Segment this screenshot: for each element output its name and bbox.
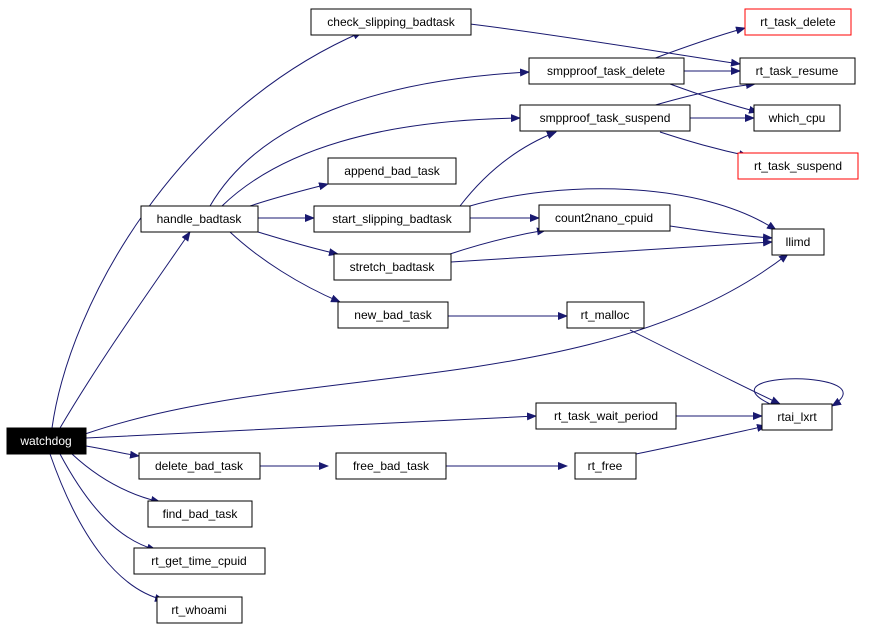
edge-watchdog-handle_badtask bbox=[59, 231, 191, 429]
edge-stretch_badtask-llimd bbox=[450, 238, 773, 263]
node-label: smpproof_task_delete bbox=[547, 64, 665, 78]
node-new_bad_task[interactable]: new_bad_task bbox=[337, 301, 449, 329]
node-label: start_slipping_badtask bbox=[332, 212, 452, 226]
edge-handle_badtask-new_bad_task bbox=[229, 231, 341, 303]
nodes: check_slipping_badtask rt_task_delete sm… bbox=[6, 8, 859, 624]
node-label: count2nano_cpuid bbox=[555, 211, 653, 225]
node-free_bad_task[interactable]: free_bad_task bbox=[335, 452, 447, 480]
edge-smpproof_task_delete-rt_task_delete bbox=[649, 26, 746, 61]
edge-rtai_lxrt-rtai_lxrt bbox=[753, 378, 844, 407]
node-rt_malloc[interactable]: rt_malloc bbox=[566, 301, 645, 329]
node-start_slipping_badtask[interactable]: start_slipping_badtask bbox=[313, 205, 471, 233]
node-label: check_slipping_badtask bbox=[327, 15, 455, 29]
node-label: smpproof_task_suspend bbox=[540, 111, 671, 125]
node-rt_task_wait_period[interactable]: rt_task_wait_period bbox=[535, 402, 677, 430]
node-rt_task_delete[interactable]: rt_task_delete bbox=[744, 8, 852, 36]
node-smpproof_task_suspend[interactable]: smpproof_task_suspend bbox=[519, 104, 691, 132]
node-label: rt_whoami bbox=[171, 603, 226, 617]
node-check_slipping_badtask[interactable]: check_slipping_badtask bbox=[310, 8, 472, 36]
node-stretch_badtask[interactable]: stretch_badtask bbox=[333, 253, 452, 281]
node-rt_whoami[interactable]: rt_whoami bbox=[156, 596, 243, 624]
edge-watchdog-rt_task_wait_period bbox=[85, 412, 537, 439]
node-label: rt_task_delete bbox=[760, 15, 836, 29]
node-rt_get_time_cpuid[interactable]: rt_get_time_cpuid bbox=[133, 547, 266, 575]
node-label: delete_bad_task bbox=[155, 459, 244, 473]
node-label: new_bad_task bbox=[354, 308, 432, 322]
node-label: rt_task_wait_period bbox=[554, 409, 658, 423]
node-which_cpu[interactable]: which_cpu bbox=[753, 104, 841, 132]
edge-smpproof_task_suspend-rt_task_resume bbox=[651, 81, 756, 107]
node-handle_badtask[interactable]: handle_badtask bbox=[140, 205, 259, 233]
edge-handle_badtask-append_bad_task bbox=[249, 182, 329, 207]
node-append_bad_task[interactable]: append_bad_task bbox=[327, 157, 457, 185]
edge-watchdog-find_bad_task bbox=[71, 453, 161, 504]
node-label: llimd bbox=[786, 235, 811, 249]
node-find_bad_task[interactable]: find_bad_task bbox=[147, 500, 253, 528]
node-watchdog[interactable]: watchdog bbox=[6, 427, 87, 455]
node-label: stretch_badtask bbox=[350, 260, 436, 274]
edge-watchdog-rt_whoami bbox=[49, 453, 165, 602]
node-label: watchdog bbox=[19, 434, 71, 448]
edge-rt_malloc-rtai_lxrt bbox=[629, 329, 781, 405]
node-label: rt_free bbox=[588, 459, 623, 473]
edges bbox=[49, 23, 844, 602]
node-label: rt_task_resume bbox=[756, 64, 839, 78]
edge-stretch_badtask-count2nano_cpuid bbox=[449, 227, 547, 255]
node-label: rtai_lxrt bbox=[777, 410, 817, 424]
node-smpproof_task_delete[interactable]: smpproof_task_delete bbox=[528, 57, 685, 85]
node-label: rt_task_suspend bbox=[754, 159, 842, 173]
node-delete_bad_task[interactable]: delete_bad_task bbox=[138, 452, 261, 480]
edge-smpproof_task_suspend-rt_task_suspend bbox=[659, 131, 749, 159]
node-llimd[interactable]: llimd bbox=[771, 228, 825, 256]
node-rt_free[interactable]: rt_free bbox=[574, 452, 637, 480]
edge-smpproof_task_delete-which_cpu bbox=[669, 83, 759, 114]
edge-watchdog-llimd bbox=[84, 253, 789, 435]
edge-start_slipping_badtask-llimd bbox=[469, 188, 777, 231]
node-label: find_bad_task bbox=[163, 507, 239, 521]
node-label: free_bad_task bbox=[353, 459, 430, 473]
node-count2nano_cpuid[interactable]: count2nano_cpuid bbox=[538, 204, 671, 232]
edge-check_slipping_badtask-rt_task_resume bbox=[469, 23, 741, 67]
node-label: handle_badtask bbox=[157, 212, 243, 226]
edge-handle_badtask-smpproof_task_delete bbox=[209, 68, 530, 207]
edge-watchdog-rt_get_time_cpuid bbox=[59, 453, 157, 552]
edge-rt_free-rtai_lxrt bbox=[635, 424, 767, 455]
edge-start_slipping_badtask-smpproof_task_suspend bbox=[459, 131, 557, 207]
edge-handle_badtask-stretch_badtask bbox=[257, 231, 339, 257]
node-label: which_cpu bbox=[768, 111, 826, 125]
node-label: rt_malloc bbox=[581, 308, 630, 322]
edge-handle_badtask-smpproof_task_suspend bbox=[221, 114, 521, 207]
node-label: rt_get_time_cpuid bbox=[151, 554, 246, 568]
edge-watchdog-delete_bad_task bbox=[85, 445, 140, 459]
edge-count2nano_cpuid-llimd bbox=[669, 225, 773, 242]
node-rtai_lxrt[interactable]: rtai_lxrt bbox=[761, 403, 833, 431]
node-rt_task_resume[interactable]: rt_task_resume bbox=[739, 57, 856, 85]
node-rt_task_suspend[interactable]: rt_task_suspend bbox=[737, 152, 859, 180]
node-label: append_bad_task bbox=[344, 164, 440, 178]
